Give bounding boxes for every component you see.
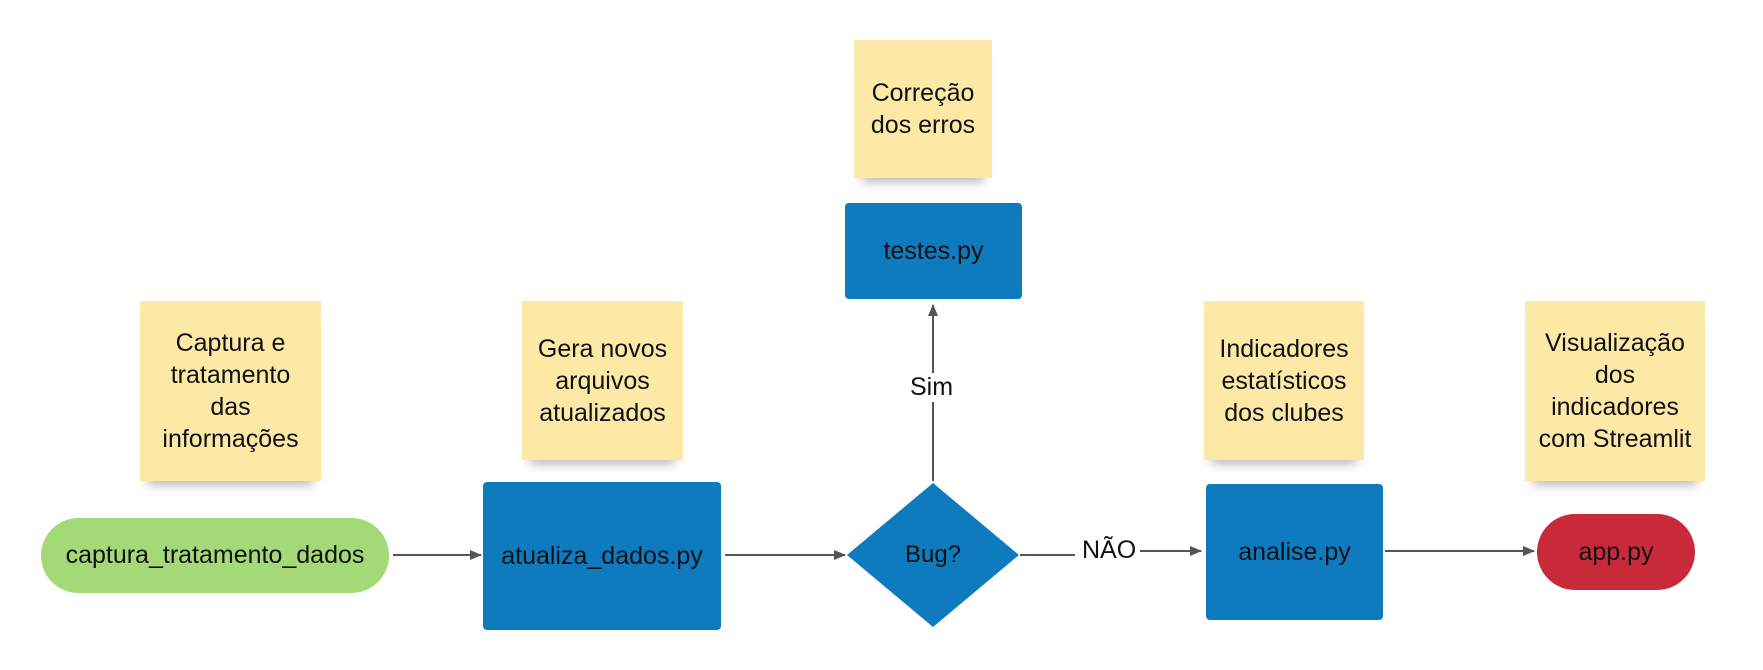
note-captura-text: Captura e tratamento das informações <box>162 329 299 453</box>
node-app-label: app.py <box>1578 537 1654 566</box>
note-indicadores-text: Indicadores estatísticos dos clubes <box>1219 334 1349 427</box>
note-visualizacao: Visualização dos indicadores com Streaml… <box>1525 301 1705 481</box>
edge-label-nao-text: NÃO <box>1082 536 1137 564</box>
node-bug-label: Bug? <box>904 541 962 568</box>
node-testes-label: testes.py <box>883 236 984 265</box>
note-correcao-text: Correção dos erros <box>870 79 976 139</box>
node-analise[interactable]: analise.py <box>1206 484 1383 620</box>
node-captura-label: captura_tratamento_dados <box>65 541 365 569</box>
node-captura-tratamento-dados[interactable]: captura_tratamento_dados <box>41 518 389 593</box>
note-correcao: Correção dos erros <box>854 40 992 178</box>
note-gera-text: Gera novos arquivos atualizados <box>537 334 668 427</box>
note-gera: Gera novos arquivos atualizados <box>522 301 683 460</box>
note-captura: Captura e tratamento das informações <box>140 301 321 481</box>
edge-label-sim: Sim <box>908 373 956 402</box>
edge-label-nao: NÃO <box>1080 536 1139 565</box>
node-atualiza-label: atualiza_dados.py <box>501 541 703 570</box>
node-testes[interactable]: testes.py <box>845 203 1022 299</box>
edge-label-sim-text: Sim <box>910 373 954 401</box>
node-atualiza-dados[interactable]: atualiza_dados.py <box>483 482 721 630</box>
node-app[interactable]: app.py <box>1537 514 1695 590</box>
note-indicadores: Indicadores estatísticos dos clubes <box>1204 301 1364 460</box>
note-visualizacao-text: Visualização dos indicadores com Streaml… <box>1538 329 1692 453</box>
bug-decision-diamond[interactable] <box>847 483 1019 627</box>
node-analise-label: analise.py <box>1238 537 1351 566</box>
node-bug-label-wrap: Bug? <box>880 535 986 575</box>
